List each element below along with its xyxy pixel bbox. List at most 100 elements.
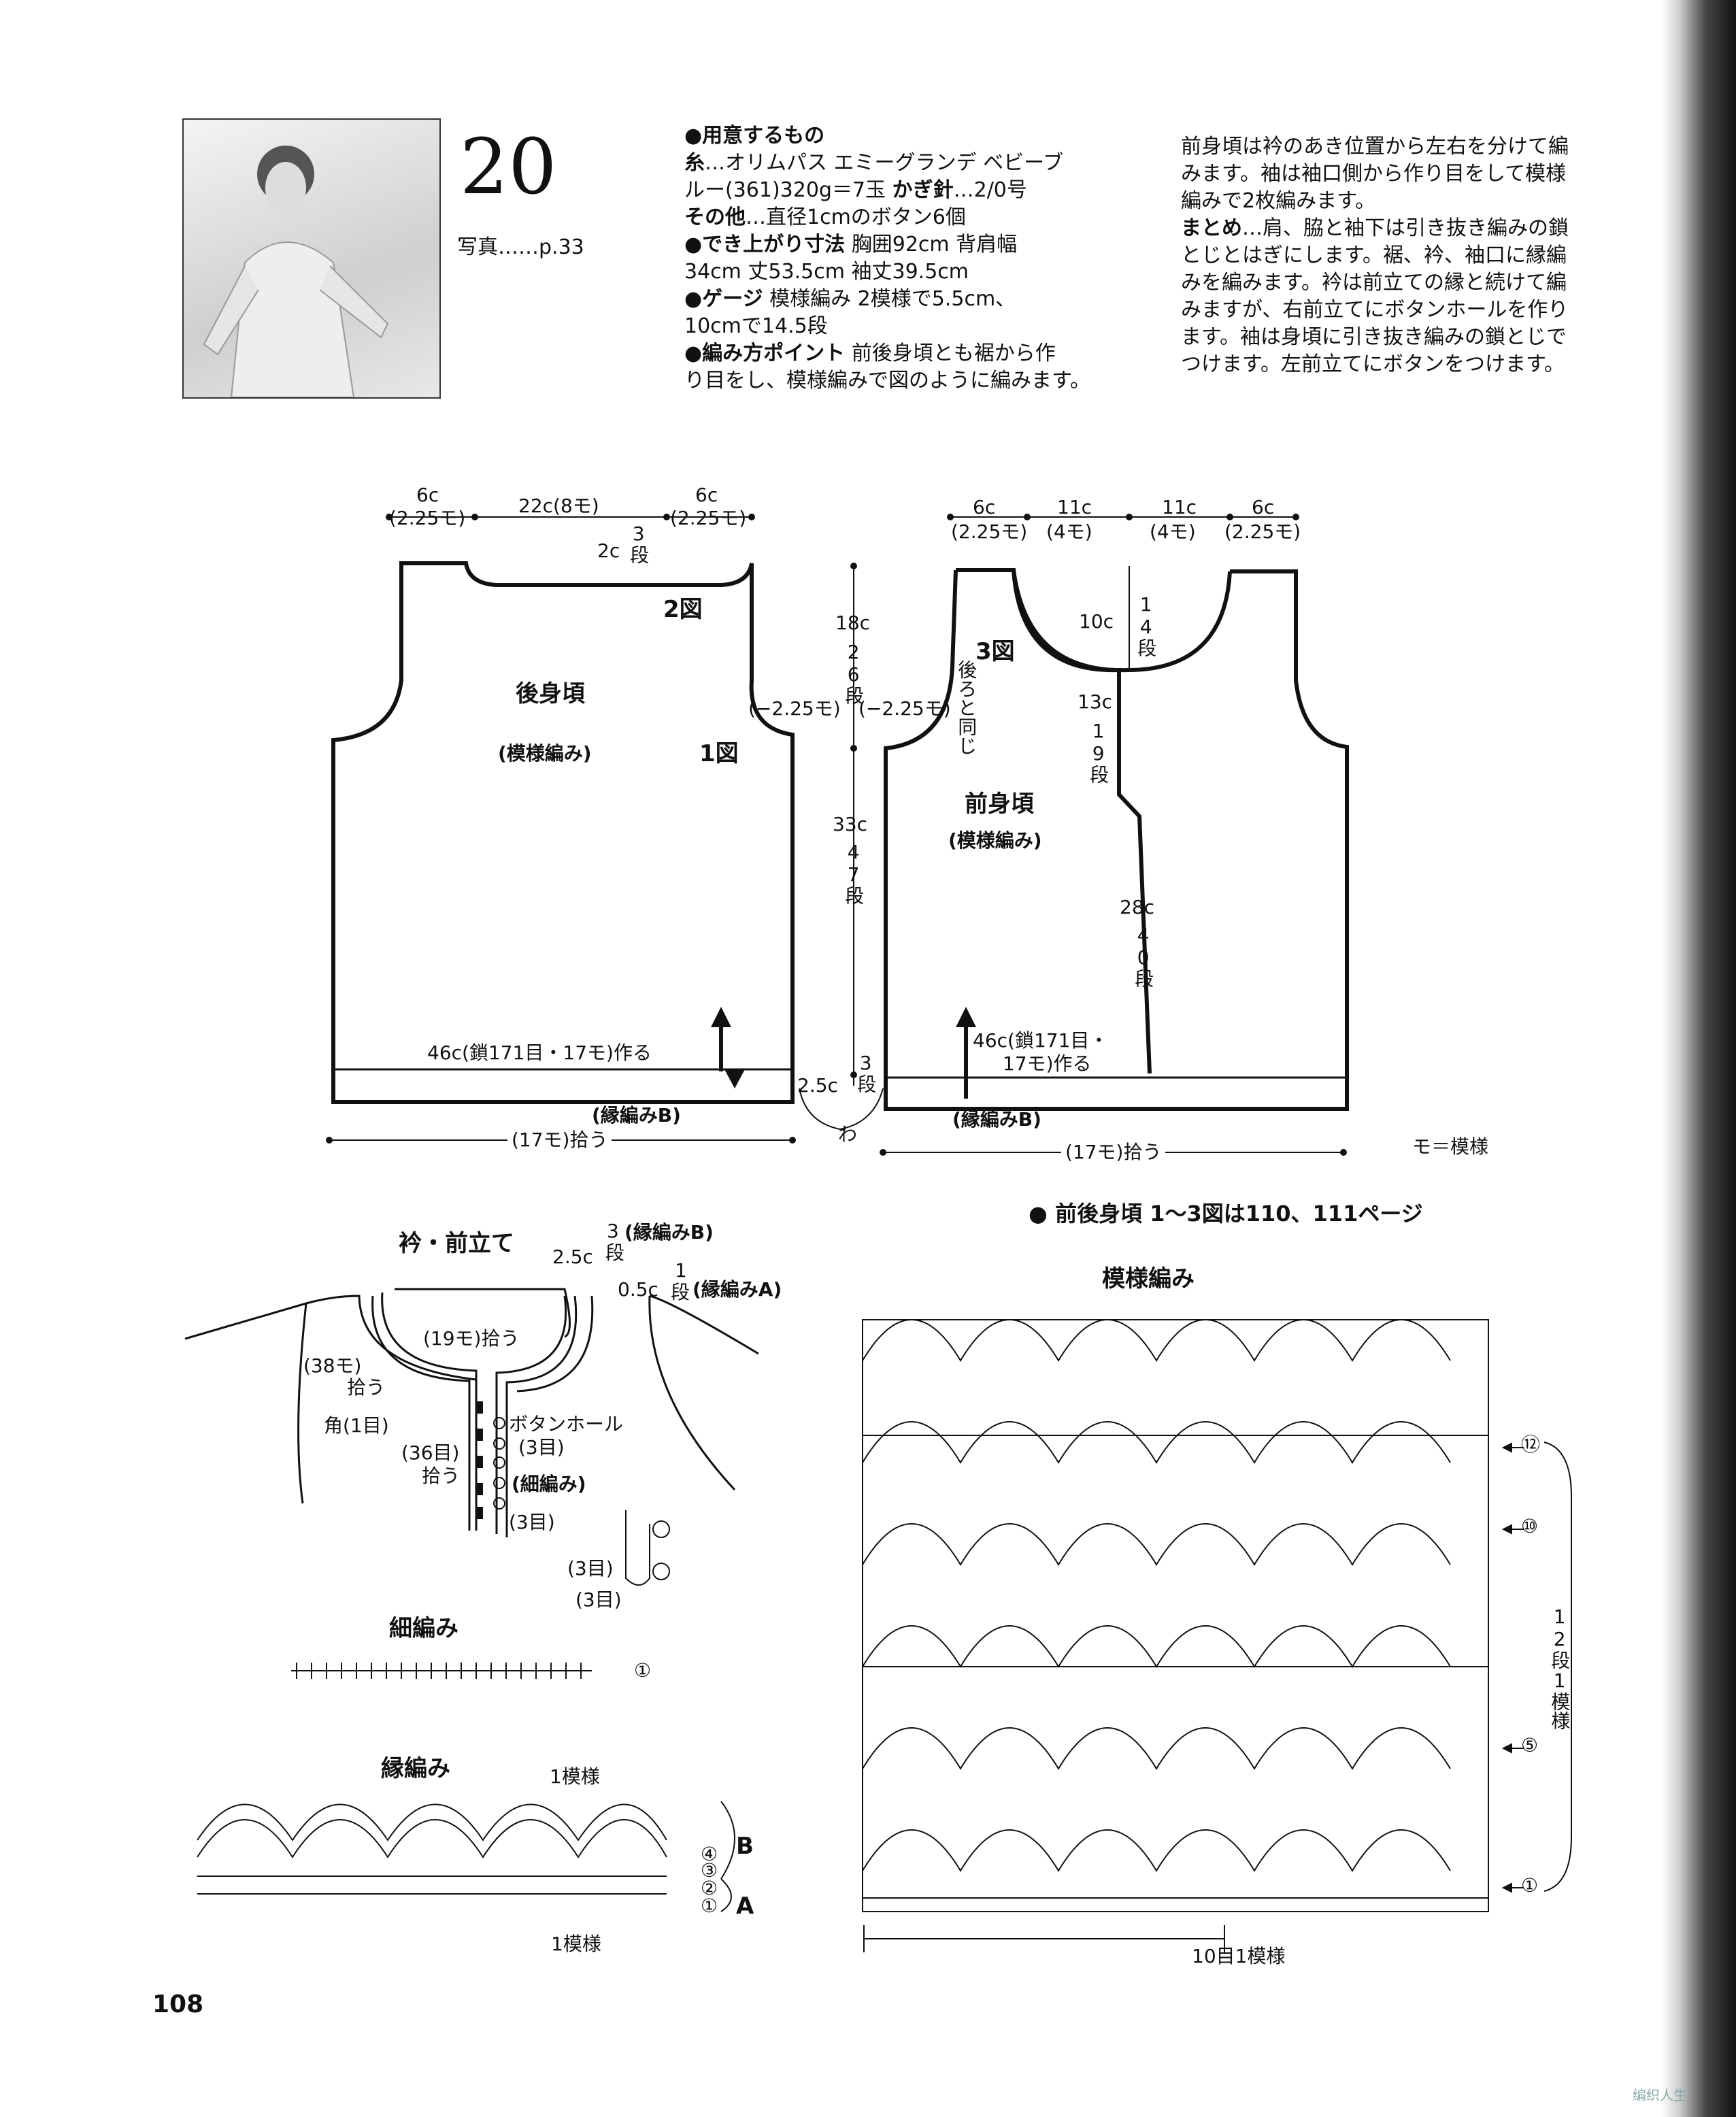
front-edging: (縁編みB)	[952, 1108, 1041, 1131]
back-edging: (縁編みB)	[592, 1104, 681, 1127]
edge-row4: ④	[701, 1843, 718, 1865]
collar-buttonhole: ボタンホール	[509, 1413, 624, 1435]
collar-pick38b: 拾う	[347, 1376, 386, 1399]
yarn-text-2: ルー(361)320g＝7玉	[684, 178, 886, 202]
collar-w05: 0.5c	[618, 1278, 658, 1301]
front-open: 13c	[1078, 690, 1113, 713]
collar-pick36: (36目)	[401, 1441, 460, 1464]
size-heading: ●でき上がり寸法	[684, 233, 846, 256]
back-top-left: 6c	[416, 484, 439, 506]
back-neck-rows: 3段	[627, 522, 650, 564]
front-top2-sub: (4モ)	[1046, 520, 1092, 543]
pattern-title: 模様編み	[1102, 1265, 1195, 1293]
back-top-right-sub: (2.25モ)	[670, 507, 747, 529]
edge-repeat-bottom: 1模様	[551, 1933, 601, 1955]
edge-repeat-top: 1模様	[550, 1765, 600, 1788]
collar-r1-rows: 段	[671, 1281, 690, 1303]
back-top-left-sub: (2.25モ)	[389, 507, 466, 529]
center-c: 2.5c	[797, 1074, 838, 1097]
photo-reference: 写真……p.33	[457, 235, 584, 259]
edge-row1: ①	[701, 1895, 718, 1917]
front-fig3: 3図	[975, 638, 1015, 665]
gauge-text-2: 10cmで14.5段	[684, 314, 828, 338]
point-text-2: り目をし、模様編みで図のように編みます。	[684, 369, 1090, 393]
collar-r1: 1	[675, 1259, 687, 1282]
center-wa: わ	[838, 1123, 858, 1146]
pattern-row1: ①	[1521, 1874, 1539, 1897]
page-number: 108	[152, 1990, 204, 2018]
collar-w25: 2.5c	[552, 1246, 593, 1268]
other-text: …直径1cmのボタン6個	[746, 205, 966, 229]
front-top4: 6c	[1252, 496, 1275, 518]
back-subtitle: (模様編み)	[498, 742, 592, 765]
materials-block: ●用意するもの 糸…オリムパス エミーグランデ ベビーブ ルー(361)320g…	[684, 122, 1154, 395]
front-top1: 6c	[973, 496, 996, 518]
collar-corner: 角(1目)	[324, 1414, 389, 1437]
collar-m3c: (3目)	[575, 1588, 622, 1611]
back-top-mid: 22c(8モ)	[518, 495, 599, 517]
collar-pick36b: 拾う	[422, 1465, 461, 1487]
collar-r3-rows: 段	[605, 1241, 625, 1264]
note-line: みを編みます。衿は前立ての縁と続けて編	[1181, 271, 1567, 295]
front-subtitle: (模様編み)	[948, 829, 1042, 852]
back-side-decrease: (−2.25モ)	[748, 697, 841, 720]
collar-sc: (細編み)	[512, 1473, 586, 1495]
note-line: みますが、右前立てにボタンホールを作り	[1181, 298, 1569, 322]
front-title: 前身頃	[965, 790, 1034, 818]
yarn-label: 糸	[684, 151, 705, 175]
center-side: (−2.25モ)	[858, 697, 951, 720]
front-same-as-back: 後ろと同じ	[955, 660, 978, 755]
note-line: 編みで2枚編みます。	[1181, 189, 1376, 213]
pattern-row10: ⑩	[1521, 1515, 1539, 1537]
edge-title: 縁編み	[381, 1755, 450, 1782]
size-text-2: 34cm 丈53.5cm 袖丈39.5cm	[684, 260, 969, 284]
back-pickup: (17モ)拾う	[507, 1129, 612, 1152]
collar-m3a: (3目)	[509, 1511, 555, 1533]
watermark: 编织人生	[1633, 2087, 1687, 2103]
back-neck: 2c	[597, 539, 620, 562]
instructions-block: 前身頃は衿のあき位置から左右を分けて編 みます。袖は袖口側から作り目をして模様 …	[1181, 133, 1616, 378]
collar-r3-label: (縁編みB)	[624, 1221, 714, 1244]
pattern-row12: ⑫	[1521, 1433, 1541, 1456]
collar-r3: 3	[607, 1220, 619, 1242]
collar-m3b: (3目)	[567, 1557, 614, 1580]
note-line: つけます。左前立てにボタンをつけます。	[1181, 352, 1565, 376]
note-line: みます。袖は袖口側から作り目をして模様	[1181, 162, 1567, 186]
reference-note: ● 前後身頃 1〜3図は110、111ページ	[1029, 1201, 1423, 1227]
gauge-heading: ●ゲージ	[684, 287, 763, 311]
front-top1-sub: (2.25モ)	[951, 520, 1028, 543]
back-fig2: 2図	[663, 596, 703, 623]
pattern-number: 20	[460, 123, 557, 212]
center-a: 18c	[835, 612, 871, 634]
collar-pick38: (38モ)	[303, 1354, 362, 1377]
center-b-rows: 47段	[842, 841, 865, 905]
note-line: ます。袖は身頃に引き抜き編みの鎖とじで	[1181, 325, 1567, 349]
back-body-outline	[331, 561, 795, 1104]
hook-label: かぎ針	[892, 178, 954, 202]
note-line: …肩、脇と袖下は引き抜き編みの鎖	[1242, 216, 1569, 240]
back-cast-on: 46c(鎖171目・17モ)作る	[427, 1041, 652, 1064]
front-cast-on-2: 17モ)作る	[1003, 1052, 1092, 1075]
pattern-row5: ⑤	[1521, 1734, 1539, 1756]
legend: モ＝模様	[1412, 1135, 1489, 1158]
back-fig1: 1図	[699, 740, 739, 767]
yarn-text: …オリムパス エミーグランデ ベビーブ	[705, 151, 1064, 175]
point-text: 前後身頃とも裾から作	[851, 341, 1056, 365]
model-photo	[182, 118, 441, 399]
front-lower-rows: 40段	[1132, 924, 1155, 988]
center-a-rows: 26段	[842, 641, 865, 705]
front-open-rows: 19段	[1087, 720, 1110, 784]
front-neck: 10c	[1079, 610, 1114, 633]
center-b: 33c	[833, 813, 868, 835]
pattern-repeat-sts: 10目1模様	[1192, 1945, 1286, 1967]
front-top2: 11c	[1057, 496, 1092, 518]
other-label: その他	[684, 205, 746, 229]
collar-r1-label: (縁編みA)	[692, 1278, 782, 1301]
edge-section-b: B	[736, 1833, 754, 1860]
note-line: 前身頃は衿のあき位置から左右を分けて編	[1181, 135, 1569, 159]
edge-row2: ②	[701, 1877, 718, 1899]
front-top4-sub: (2.25モ)	[1224, 520, 1301, 543]
size-text: 胸囲92cm 背肩幅	[851, 233, 1018, 256]
pattern-repeat-rows: 12段1模様	[1548, 1605, 1571, 1730]
